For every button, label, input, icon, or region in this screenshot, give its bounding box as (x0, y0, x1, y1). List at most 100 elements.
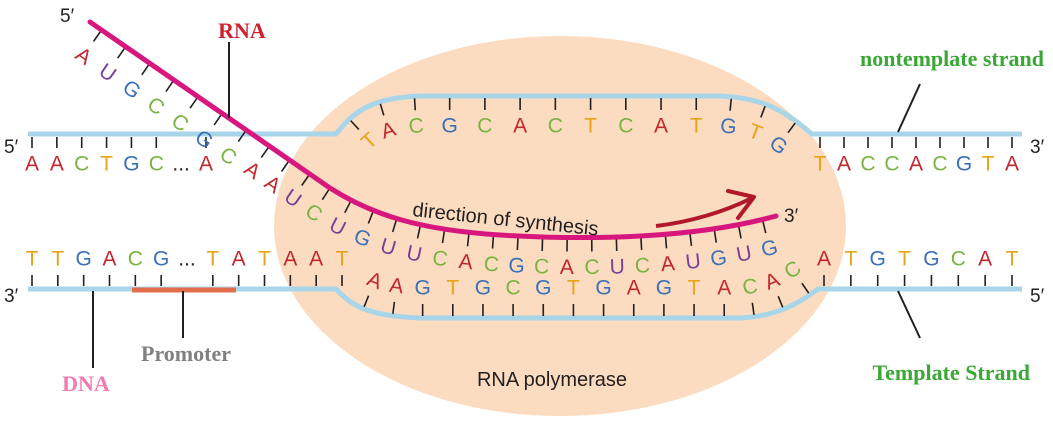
rna-bubble-base: C (431, 246, 450, 271)
rna-tail-base: G (191, 126, 218, 154)
nontemplate-bubble-base: T (690, 115, 703, 138)
template-bubble-base: G (656, 277, 672, 300)
rna-bubble-base: U (609, 255, 625, 278)
template-bubble-tick (801, 282, 810, 294)
rna-bubble-base: U (684, 249, 702, 274)
rna-bubble-base: A (660, 252, 676, 276)
nontemplate-right-base: A (1005, 153, 1019, 176)
rna-bubble-tick (280, 161, 290, 172)
rna-bubble-base: G (709, 246, 729, 271)
rna-bubble-tick (664, 236, 668, 249)
template-right-base: A (817, 248, 831, 271)
rna-bubble-base: A (458, 250, 474, 274)
nontemplate-bubble-base: G (441, 115, 457, 138)
nontemplate-5-prime-end: 5′ (4, 137, 19, 158)
rna-bubble-base: G (351, 225, 375, 252)
rna-tail-base: A (71, 43, 96, 70)
rna-bubble-tick (260, 147, 269, 158)
direction-arrow (655, 196, 753, 228)
rna-polymerase-body (274, 36, 846, 416)
template-bubble-tick (751, 302, 755, 315)
template-bubble-base: A (717, 277, 731, 300)
nontemplate-bubble-tick (413, 98, 417, 111)
nontemplate-3-prime-end: 3′ (1030, 137, 1045, 158)
template-left-base: G (153, 248, 169, 271)
template-leader-line (897, 290, 921, 339)
rna-bubble-base: A (240, 157, 265, 184)
template-strand-label: Template Strand (873, 360, 1030, 385)
template-left-base: T (26, 248, 39, 271)
template-bubble-tick (777, 295, 784, 308)
template-left-base: C (128, 248, 143, 271)
template-3-prime-end: 3′ (4, 286, 19, 307)
nontemplate-right-base: T (814, 153, 827, 176)
rna-bubble-tick (391, 220, 397, 233)
rna-tail-tick (141, 64, 150, 76)
template-left-base: T (258, 248, 271, 271)
nontemplate-left-base: C (149, 153, 164, 176)
nontemplate-bubble-tick (787, 122, 796, 134)
nontemplate-bubble-base: C (618, 115, 633, 138)
rna-tail-base: U (95, 59, 121, 87)
rna-bubble-base: A (560, 256, 574, 279)
rna-tail-tick (92, 31, 102, 42)
nontemplate-left-base: G (123, 153, 139, 176)
rna-bubble-tick (466, 234, 470, 247)
nontemplate-right-base: A (837, 153, 851, 176)
template-right-base: G (870, 248, 886, 271)
rna-bubble-tick (713, 230, 718, 243)
template-5-prime-end: 5′ (1030, 286, 1045, 307)
nontemplate-bubble-tick (379, 103, 385, 116)
template-left-base: T (206, 248, 219, 271)
rna-tail-base: C (215, 143, 241, 171)
template-right-base: T (844, 248, 857, 271)
rna-bubble-tick (491, 236, 495, 249)
nontemplate-bubble-tick (760, 105, 766, 118)
nontemplate-bubble-tick (729, 98, 733, 111)
template-bubble-base: T (446, 277, 459, 300)
rna-bubble-tick (738, 226, 742, 239)
rna-tail-tick (237, 131, 246, 143)
rna-bubble-base: U (404, 241, 424, 267)
template-right-base: T (898, 248, 911, 271)
template-left-base: T (51, 248, 64, 271)
rna-tail-tick (165, 81, 174, 92)
template-bubble-base: A (627, 277, 641, 300)
template-left-base: ... (178, 248, 196, 271)
rna-bubble-tick (441, 231, 446, 244)
rna-tail-tick (189, 97, 198, 109)
template-strand-backbone (28, 286, 1022, 321)
rna-bubble-tick (301, 175, 310, 186)
rna-tail-base: C (143, 93, 169, 121)
nontemplate-right-base: G (956, 153, 972, 176)
nontemplate-bubble-tick (350, 120, 360, 131)
template-bubble-tick (392, 301, 396, 314)
rna-bubble-base: C (534, 255, 550, 278)
template-right-base: A (978, 248, 992, 271)
rna-3-prime-end: 3′ (784, 206, 799, 227)
rna-bubble-base: C (483, 252, 500, 276)
rna-polymerase-label: RNA polymerase (477, 369, 627, 391)
nontemplate-left-base: C (74, 153, 89, 176)
direction-arrowhead (726, 189, 756, 220)
template-bubble-base: A (388, 274, 405, 299)
template-bubble-base: G (414, 277, 430, 300)
template-left-base: A (102, 248, 116, 271)
rna-bubble-base: U (734, 241, 753, 266)
nontemplate-right-base: C (884, 153, 899, 176)
rna-bubble-tick (344, 201, 351, 214)
template-bubble-tick (363, 295, 370, 308)
rna-bubble-base: C (584, 256, 599, 279)
nontemplate-leader-line (897, 83, 921, 133)
template-bubble-base: G (595, 277, 611, 300)
nontemplate-left-base: A (50, 153, 64, 176)
nontemplate-left-base: A (199, 153, 213, 176)
dna-label: DNA (62, 371, 110, 396)
rna-bubble-tick (516, 237, 519, 250)
nontemplate-bubble-base: T (584, 115, 597, 138)
nontemplate-right-base: C (932, 153, 947, 176)
